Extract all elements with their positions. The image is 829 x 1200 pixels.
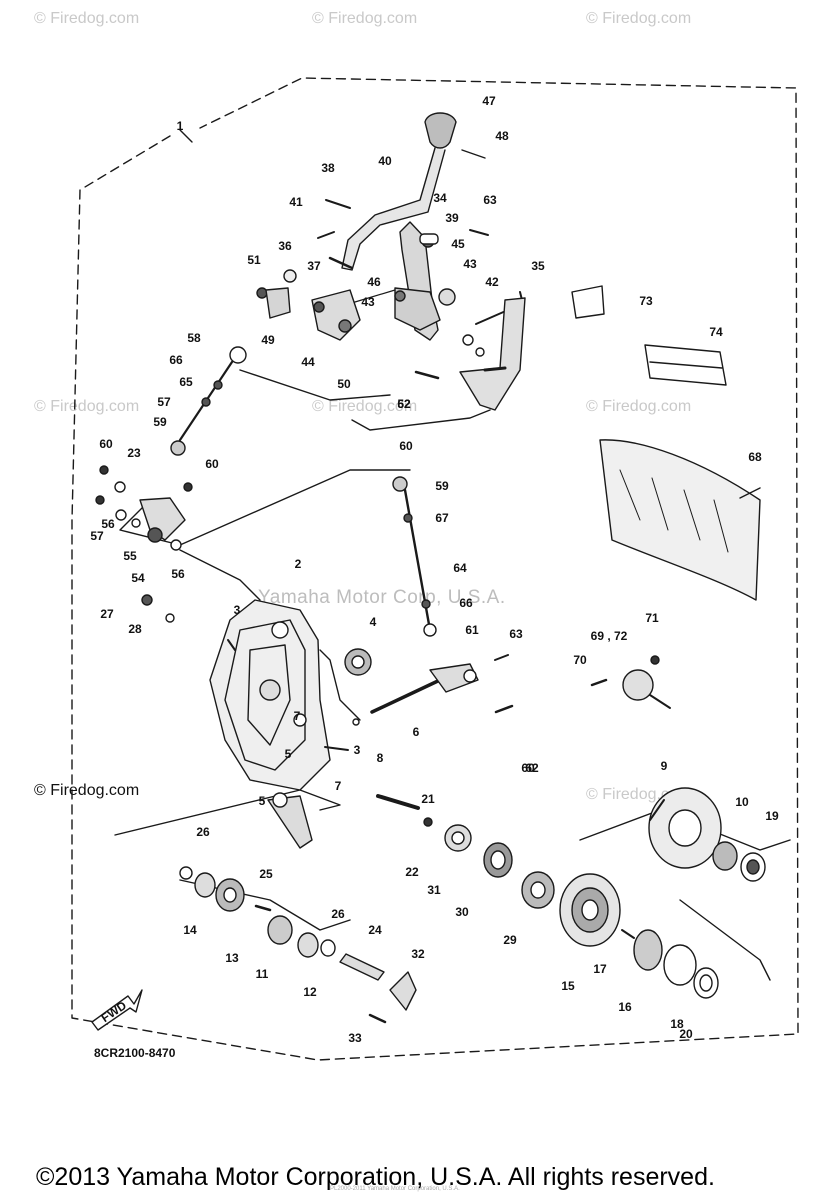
part-callout-50: 50	[337, 377, 351, 391]
watermark: © Firedog.com	[586, 10, 692, 27]
part-callout-20: 20	[679, 1027, 693, 1041]
part-callout-67: 67	[435, 511, 449, 525]
part-callout-57: 57	[157, 395, 171, 409]
part-callout-24: 24	[368, 923, 382, 937]
part-callout-9: 9	[661, 759, 668, 773]
part-callout-8: 8	[377, 751, 384, 765]
part-callout-60: 60	[399, 439, 413, 453]
part-callout-70: 70	[573, 653, 587, 667]
part-callout-63: 63	[483, 193, 497, 207]
part-callout-45: 45	[451, 237, 465, 251]
part-callout-59: 59	[153, 415, 167, 429]
part-callout-33: 33	[348, 1031, 362, 1045]
part-callout-41: 41	[289, 195, 303, 209]
part-callout-57: 57	[90, 529, 104, 543]
part-callout-29: 29	[503, 933, 517, 947]
part-callout-52: 52	[397, 397, 411, 411]
part-callout-60: 60	[99, 437, 113, 451]
part-callout-15: 15	[561, 979, 575, 993]
part-callout-22: 22	[405, 865, 419, 879]
part-callout-10: 10	[735, 795, 749, 809]
part-callout-58: 58	[187, 331, 201, 345]
part-callout-28: 28	[128, 622, 142, 636]
part-callout-12: 12	[303, 985, 317, 999]
part-callout-47: 47	[482, 94, 496, 108]
part-callout-38: 38	[321, 161, 335, 175]
part-callout-37: 37	[307, 259, 321, 273]
fine-print: PL2000-2011 Yamaha Motor Corporation, U.…	[330, 1186, 460, 1192]
part-callout-46: 46	[367, 275, 381, 289]
part-callout-43: 43	[361, 295, 375, 309]
part-callout-48: 48	[495, 129, 509, 143]
part-callout-2: 2	[295, 557, 302, 571]
part-callout-59: 59	[435, 479, 449, 493]
part-callout-44: 44	[301, 355, 315, 369]
part-callout-3: 3	[234, 603, 241, 617]
part-callout-19: 19	[765, 809, 779, 823]
part-callout-31: 31	[427, 883, 441, 897]
part-callout-66: 66	[459, 596, 473, 610]
watermark: © Firedog.com	[312, 398, 418, 415]
part-callout-35: 35	[531, 259, 545, 273]
part-callout-40: 40	[378, 154, 392, 168]
copyright-notice: ©2013 Yamaha Motor Corporation, U.S.A. A…	[36, 1163, 715, 1191]
part-callout-32: 32	[411, 947, 425, 961]
part-callout-64: 64	[453, 561, 467, 575]
part-callout-16: 16	[618, 1000, 632, 1014]
part-callout-60: 60	[205, 457, 219, 471]
part-callout-17: 17	[593, 962, 607, 976]
part-callout-55: 55	[123, 549, 137, 563]
watermark: © Firedog.com	[586, 398, 692, 415]
part-callout-63: 63	[509, 627, 523, 641]
part-callout-26: 26	[196, 825, 210, 839]
part-callout-71: 71	[645, 611, 659, 625]
part-callout-42: 42	[485, 275, 499, 289]
part-callout-62: 62	[397, 397, 411, 411]
part-callout-13: 13	[225, 951, 239, 965]
part-callout-23: 23	[127, 446, 141, 460]
part-callout-4: 4	[370, 615, 377, 629]
part-callout-14: 14	[183, 923, 197, 937]
part-callout-51: 51	[247, 253, 261, 267]
part-callout-7: 7	[294, 709, 301, 723]
part-callout-27: 27	[100, 607, 114, 621]
part-callout-54: 54	[131, 571, 145, 585]
watermark: © Firedog.com	[34, 398, 140, 415]
part-callout-30: 30	[455, 905, 469, 919]
watermark: © Firedog.com	[312, 10, 418, 27]
part-callout-61: 61	[465, 623, 479, 637]
part-callout-1: 1	[177, 119, 184, 133]
part-callout-11: 11	[256, 967, 269, 981]
part-callout-5: 5	[259, 794, 266, 808]
part-callout-3: 3	[354, 743, 361, 757]
part-callout-60: 60	[521, 761, 535, 775]
part-callout-26: 26	[331, 907, 345, 921]
part-callout-68: 68	[748, 450, 762, 464]
part-callout-43: 43	[463, 257, 477, 271]
watermark: © Firedog.com	[34, 10, 140, 27]
part-callout-36: 36	[278, 239, 292, 253]
part-callout-56: 56	[171, 567, 185, 581]
part-callout-18: 18	[670, 1017, 684, 1031]
part-callout-25: 25	[259, 867, 273, 881]
firedog-label: © Firedog.com	[34, 782, 140, 799]
part-callout-49: 49	[261, 333, 275, 347]
part-callout-56: 56	[101, 517, 115, 531]
part-callout-6: 6	[413, 725, 420, 739]
diagram-code: 8CR2100-8470	[94, 1046, 176, 1060]
part-callout-69-72: 69 , 72	[591, 629, 628, 643]
part-callout-5: 5	[285, 747, 292, 761]
part-callout-73: 73	[639, 294, 653, 308]
part-callout-21: 21	[421, 792, 435, 806]
watermark-center: Yamaha Motor Corp, U.S.A.	[258, 587, 506, 608]
part-callout-74: 74	[709, 325, 723, 339]
part-callout-39: 39	[445, 211, 459, 225]
part-callout-65: 65	[179, 375, 193, 389]
part-callout-66: 66	[169, 353, 183, 367]
part-callout-7: 7	[335, 779, 342, 793]
part-callout-62: 62	[525, 761, 539, 775]
part-callout-34: 34	[433, 191, 447, 205]
